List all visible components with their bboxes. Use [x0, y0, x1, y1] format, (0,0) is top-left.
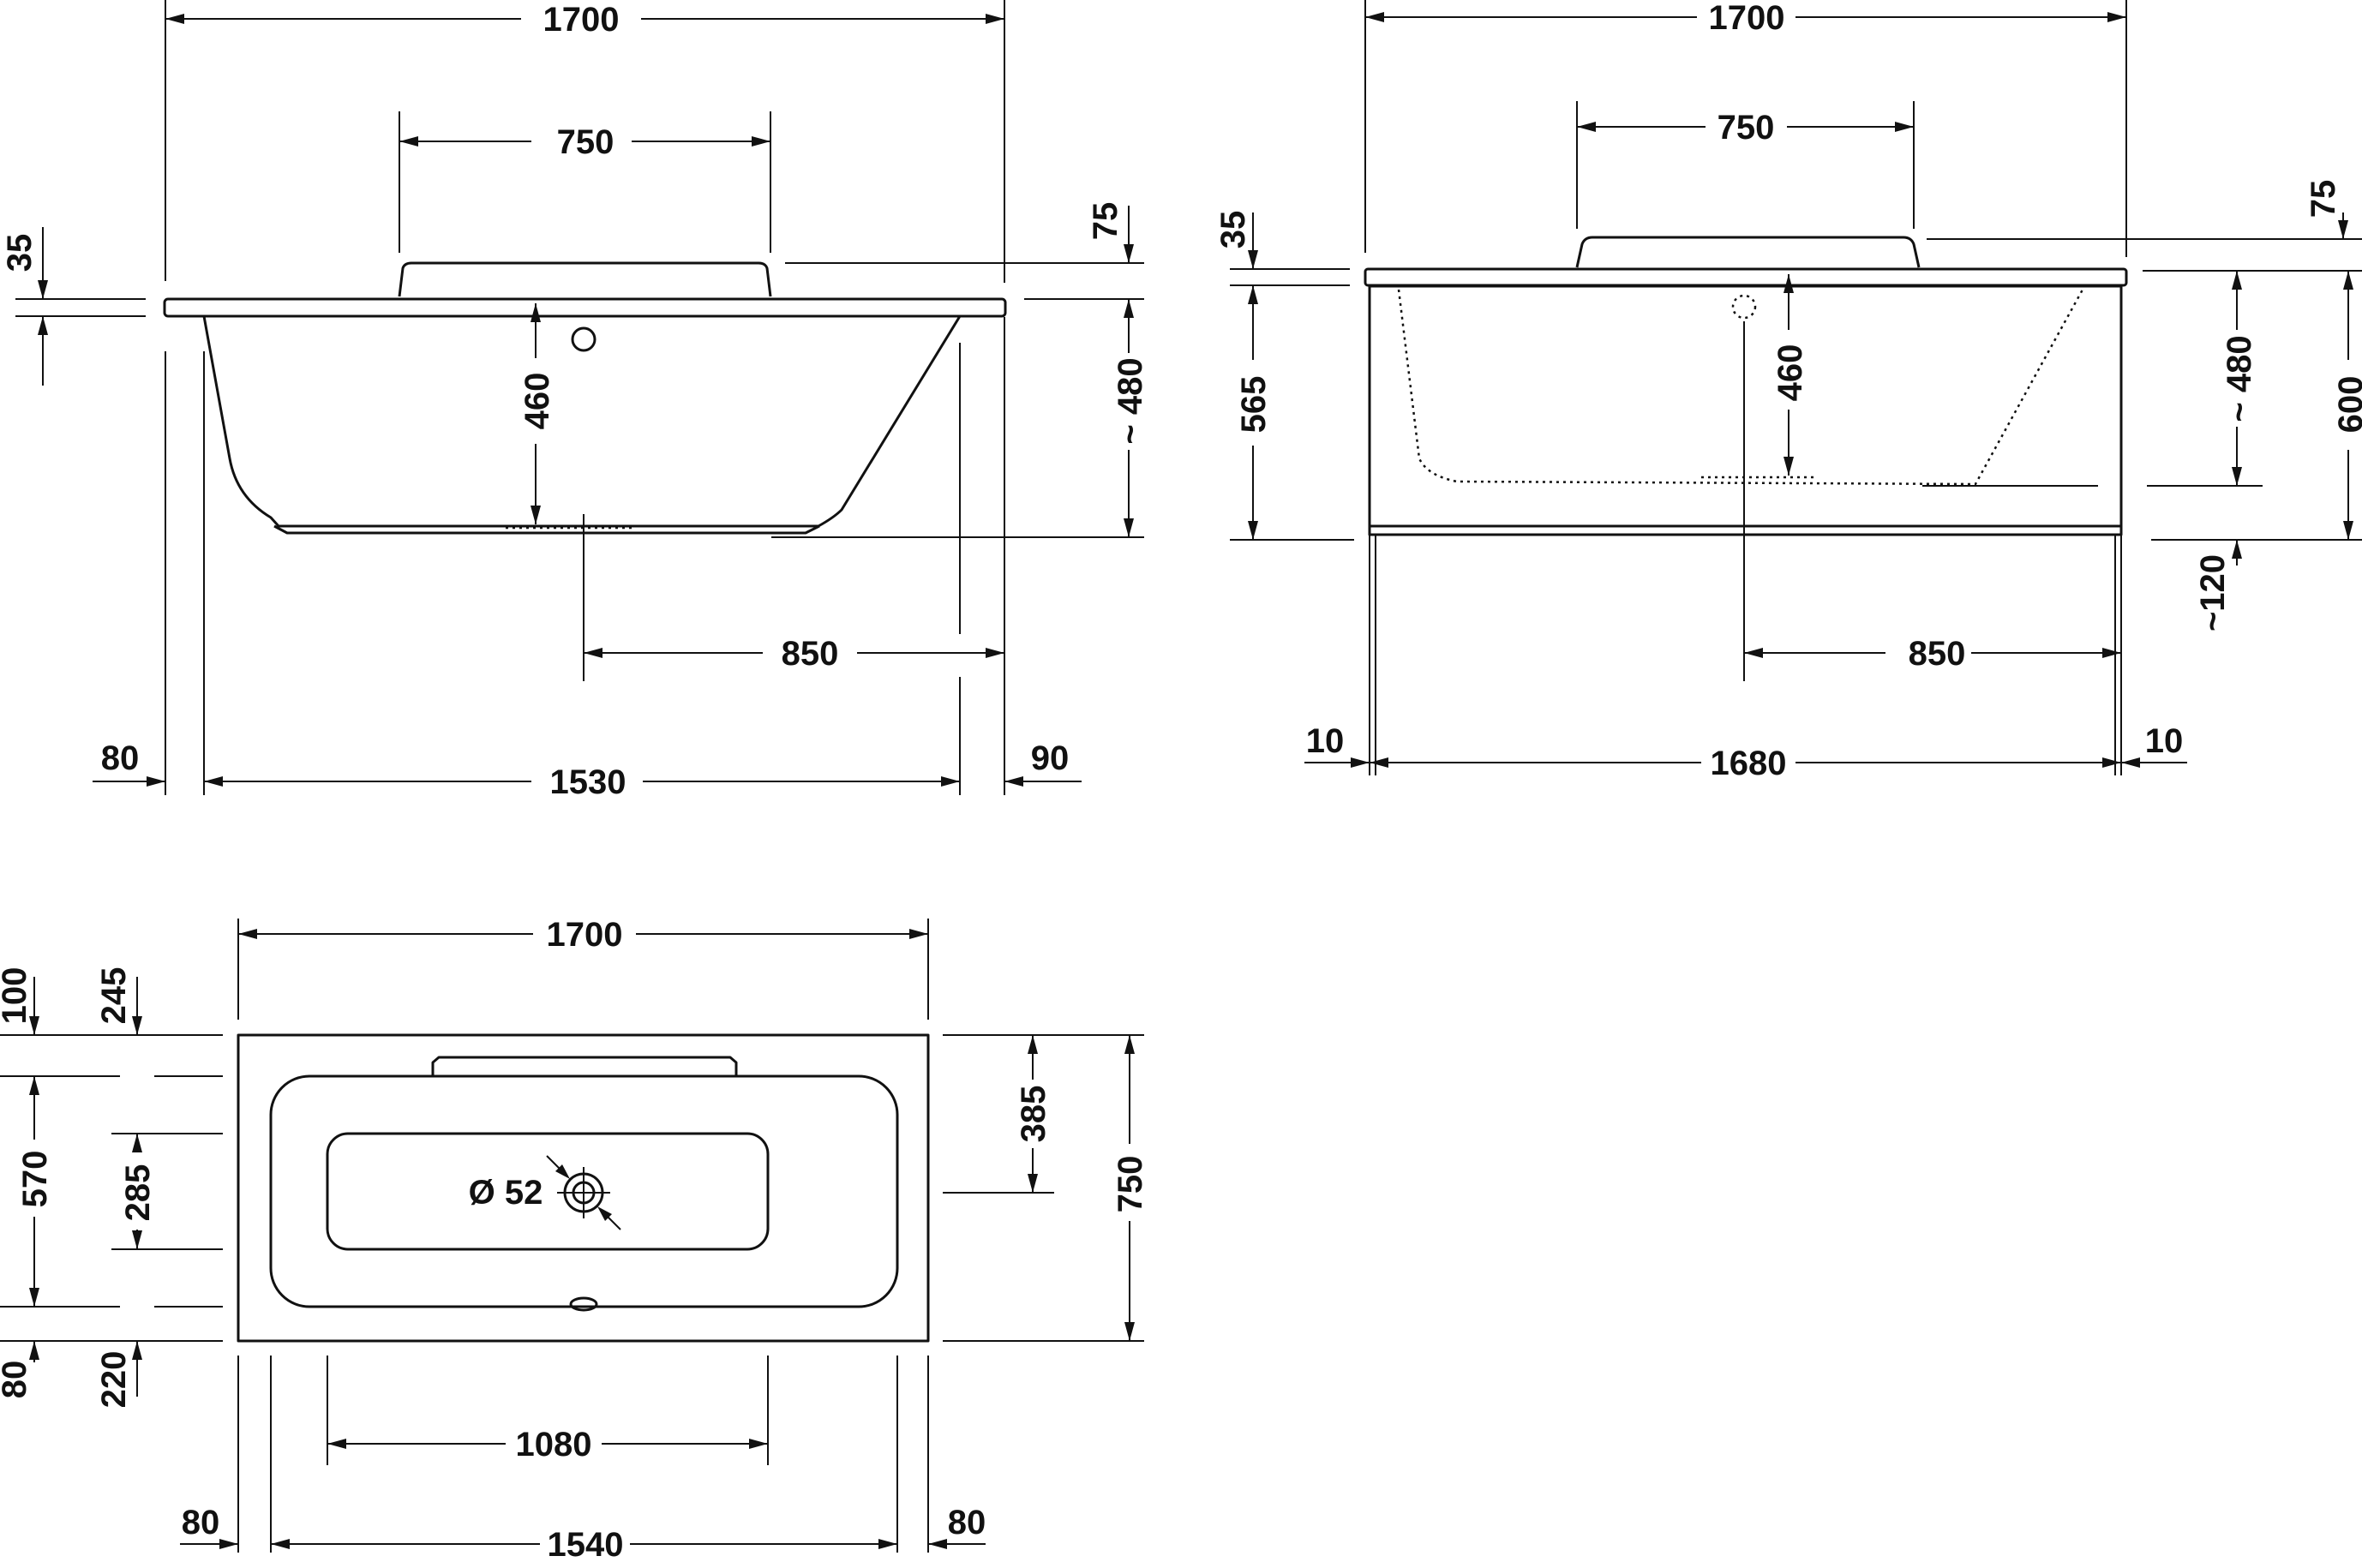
side-rim-thickness: 35 [1, 234, 39, 272]
hidden-overflow-icon [1731, 294, 1757, 320]
drain-icon [546, 1155, 621, 1230]
plan-drain-position: 385 [1015, 1086, 1052, 1143]
panel-inner-depth: 460 [1772, 344, 1809, 402]
side-view-shell [202, 315, 962, 528]
panel-foot-height: ~120 [2194, 554, 2232, 631]
plan-basin-bottom [326, 1132, 770, 1251]
side-view-dimension-lines [38, 14, 1134, 787]
side-overall-depth: ~ 480 [1112, 357, 1149, 444]
plan-drain-diameter: Ø 52 [469, 1174, 543, 1212]
side-left-offset: 80 [101, 739, 140, 777]
hidden-shell-outline [1397, 289, 2084, 486]
plan-inner-basin [269, 1074, 899, 1308]
side-inner-bottom-length: 1530 [550, 763, 626, 801]
plan-width-overall: 750 [1112, 1156, 1149, 1213]
panel-overall-depth: ~ 480 [2221, 335, 2258, 422]
side-right-offset: 90 [1031, 739, 1070, 777]
panel-length-overall: 1700 [1709, 0, 1785, 37]
side-view-rim [163, 297, 1007, 318]
side-view-extension-lines [15, 0, 1144, 795]
panel-view-extension-lines [1230, 0, 2362, 681]
panel-panel-height: 565 [1235, 376, 1273, 434]
panel-view: 1700 750 35 75 565 460 ~ 480 600 ~120 85… [1214, 0, 2362, 782]
panel-view-dimension-lines [1248, 12, 2353, 768]
panel-headrest-height: 75 [2305, 180, 2342, 218]
side-length-overall: 1700 [543, 1, 620, 39]
plan-overflow-icon [569, 1296, 598, 1312]
panel-total-height: 600 [2332, 376, 2362, 434]
side-view: 1700 750 35 75 460 ~ 480 850 80 1530 90 [1, 0, 1149, 801]
side-inner-depth: 460 [519, 373, 556, 430]
plan-left-rim: 80 [182, 1504, 220, 1541]
plan-bottom-width: 285 [119, 1164, 157, 1222]
plan-top-offset-inner: 245 [95, 967, 133, 1025]
plan-headrest [431, 1056, 738, 1076]
plan-right-rim: 80 [948, 1504, 986, 1541]
panel-panel-length: 1680 [1711, 745, 1787, 782]
front-panel [1368, 284, 2123, 536]
plan-bottom-offset-outer: 80 [0, 1361, 33, 1399]
plan-view-tub [237, 1033, 930, 1343]
panel-drain-from-end: 850 [1909, 635, 1966, 673]
panel-view-rim [1364, 267, 2128, 287]
side-headrest-height: 75 [1087, 202, 1124, 241]
side-view-base [273, 524, 820, 535]
panel-right-gap: 10 [2145, 722, 2184, 760]
panel-view-headrest [1575, 236, 1921, 268]
side-view-dimension-texts: 1700 750 35 75 460 ~ 480 850 80 1530 90 [1, 1, 1149, 801]
panel-rim-thickness: 35 [1214, 211, 1252, 249]
panel-view-tub [1364, 236, 2128, 775]
plan-inner-length: 1540 [548, 1526, 624, 1564]
side-view-tub [163, 261, 1007, 535]
panel-left-gap: 10 [1306, 722, 1345, 760]
side-drain-from-end: 850 [782, 635, 839, 673]
plan-view-dimension-texts: 1700 100 245 570 285 385 750 80 220 Ø 52… [0, 916, 1149, 1564]
side-view-headrest [398, 261, 772, 297]
plan-view-dimension-lines [29, 929, 1135, 1549]
side-headrest-length: 750 [557, 123, 614, 161]
plan-bottom-length: 1080 [516, 1426, 592, 1463]
plan-top-offset-outer: 100 [0, 967, 33, 1025]
plan-view-extension-lines [0, 919, 1144, 1553]
plan-view: 1700 100 245 570 285 385 750 80 220 Ø 52… [0, 916, 1149, 1564]
overflow-icon [571, 326, 596, 352]
panel-view-dimension-texts: 1700 750 35 75 565 460 ~ 480 600 ~120 85… [1214, 0, 2362, 782]
plan-outer-rim [237, 1033, 930, 1343]
plan-inner-width: 570 [16, 1151, 54, 1208]
plan-bottom-offset-inner: 220 [95, 1351, 133, 1409]
plan-length-overall: 1700 [547, 916, 623, 954]
panel-headrest-length: 750 [1718, 109, 1775, 147]
